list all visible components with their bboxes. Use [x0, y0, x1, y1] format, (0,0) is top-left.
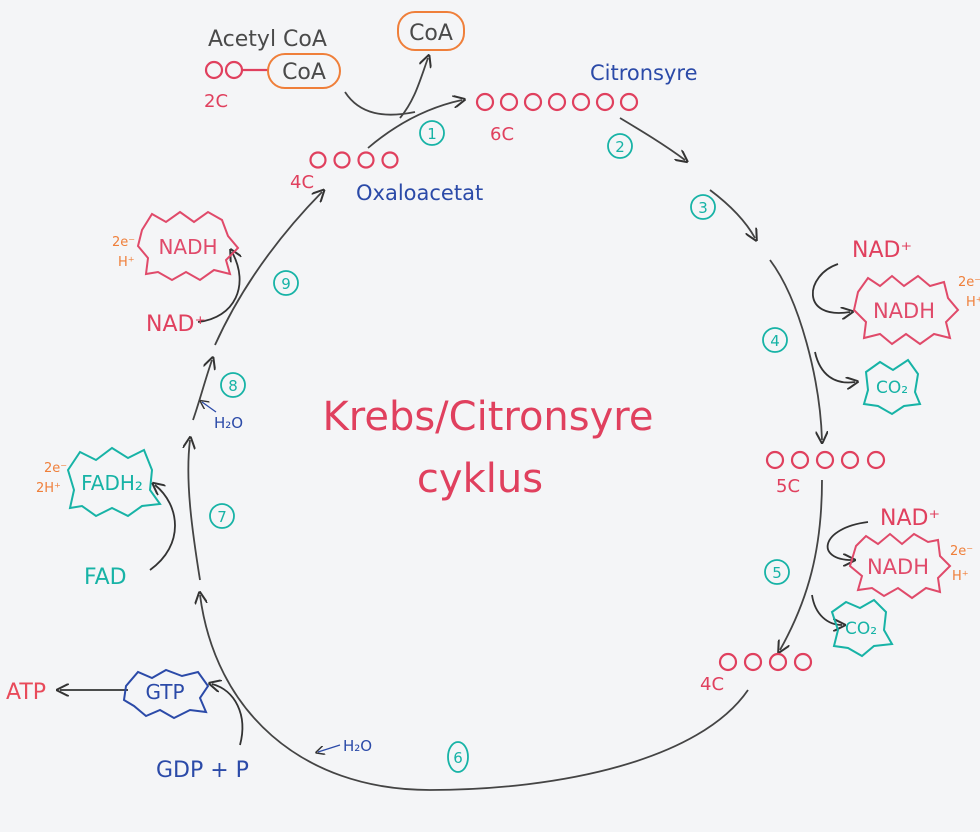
step-4-label: 4 [770, 332, 780, 350]
title-line-2: cyklus [417, 456, 543, 502]
side-arrows [60, 252, 869, 746]
fad-label: FAD [84, 565, 127, 590]
step-8-circle [220, 372, 246, 398]
coa-released-box [397, 11, 465, 51]
arrow-nad-to-nadh-step5 [826, 521, 869, 560]
step-9-label: 9 [281, 275, 291, 293]
acetyl-carbon-count: 2C [204, 91, 228, 112]
nadh-burst-step9 [136, 210, 240, 282]
protons-step7: 2H⁺ [36, 481, 61, 496]
arc-coa-release [399, 58, 428, 119]
step-markers [209, 120, 790, 773]
electrons-step9: 2e⁻ [112, 235, 135, 250]
nad-plus-step4: NAD⁺ [852, 238, 912, 263]
step-2-label: 2 [615, 138, 625, 156]
citrate-carbon-count: 6C [490, 124, 514, 145]
gtp-label: GTP [145, 680, 184, 704]
step-1-circle [419, 120, 445, 146]
five-carbon-count: 5C [776, 476, 800, 497]
oxaloacetate-carbon-count: 4C [290, 172, 314, 193]
arrow-gdp-to-gtp [212, 684, 244, 746]
step-9-circle [273, 270, 299, 296]
arrow-nad-to-nadh-step4 [811, 263, 850, 313]
arc-step-8 [192, 360, 212, 421]
arc-oxaloacetate-to-citrate [367, 100, 462, 149]
step-5-circle [764, 559, 790, 585]
gtp-burst [122, 668, 210, 720]
co2-burst-step4 [862, 358, 922, 416]
proton-step9: H⁺ [118, 255, 135, 270]
arrow-co2-step5 [811, 594, 842, 625]
step-4-circle [762, 327, 788, 353]
citrate-name: Citronsyre [590, 61, 698, 85]
step-3-label: 3 [698, 199, 708, 217]
arc-step-7 [188, 440, 201, 581]
gdp-p-label: GDP + P [156, 758, 249, 783]
h2o-arrow-step8 [202, 402, 217, 413]
proton-step4: H⁺ [966, 295, 980, 310]
step-7-label: 7 [217, 508, 227, 526]
arc-step-1-entry [344, 91, 416, 116]
water-arrows [202, 402, 341, 752]
title-line-1: Krebs/Citronsyre [323, 394, 654, 440]
four-carbon-chain-right [718, 652, 813, 672]
arrow-nad-to-nadh-step9 [197, 252, 240, 323]
oxaloacetate-name: Oxaloacetat [356, 181, 483, 205]
coa-attached-box [267, 53, 341, 89]
four-carbon-count-right: 4C [700, 674, 724, 695]
electrons-step4: 2e⁻ [958, 275, 980, 290]
nadh-burst-step4 [852, 274, 960, 346]
acetyl-carbon-chain [204, 60, 268, 80]
step-1-label: 1 [427, 125, 437, 143]
nadh-step9: NADH [158, 235, 217, 259]
arc-step-3 [709, 189, 755, 238]
step-5-label: 5 [772, 564, 782, 582]
step-6-circle [447, 741, 469, 773]
coa-released-text: CoA [409, 21, 453, 46]
nadh-burst-step5 [848, 532, 952, 600]
cycle-arcs [188, 58, 823, 791]
h2o-step6: H₂O [343, 737, 372, 755]
arrow-co2-step4 [814, 351, 855, 383]
coa-attached-text: CoA [282, 60, 326, 85]
five-carbon-chain [765, 450, 886, 470]
nad-plus-step9: NAD⁺ [146, 312, 206, 337]
electrons-step7: 2e⁻ [44, 461, 67, 476]
h2o-step8: H₂O [214, 414, 243, 432]
citrate-carbon-chain [475, 92, 639, 112]
acetyl-coa-label: Acetyl CoA [208, 27, 327, 52]
nad-plus-step5: NAD⁺ [880, 506, 940, 531]
arrow-fad-to-fadh2 [149, 485, 176, 571]
step-3-circle [690, 194, 716, 220]
step-7-circle [209, 503, 235, 529]
arc-step-5 [780, 479, 823, 650]
electrons-step5: 2e⁻ [950, 544, 973, 559]
arc-step-9 [214, 192, 322, 346]
step-2-circle [607, 133, 633, 159]
step-8-label: 8 [228, 377, 238, 395]
co2-burst-step5 [830, 598, 894, 658]
fadh2-burst [66, 446, 162, 518]
co2-step4: CO₂ [876, 378, 908, 398]
h2o-arrow-step6 [318, 744, 341, 752]
nadh-step4: NADH [873, 299, 935, 323]
atp-label: ATP [6, 680, 46, 705]
proton-step5: H⁺ [952, 569, 969, 584]
arc-step-2 [619, 117, 685, 160]
step-6-label: 6 [453, 749, 463, 767]
arc-step-4 [769, 259, 822, 440]
oxaloacetate-carbon-chain [309, 151, 399, 169]
co2-step5: CO₂ [845, 619, 877, 639]
arc-step-6 [200, 595, 749, 791]
nadh-step5: NADH [867, 555, 929, 579]
fadh2-label: FADH₂ [81, 471, 143, 495]
